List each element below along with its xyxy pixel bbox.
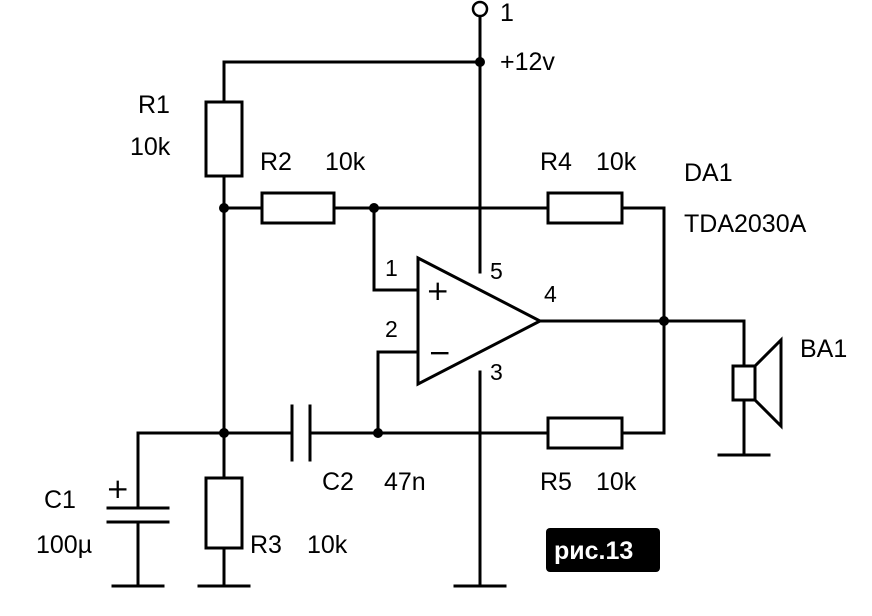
junction-dot bbox=[475, 57, 485, 67]
speaker-cone-icon bbox=[753, 336, 783, 430]
r4-value: 10k bbox=[596, 148, 637, 176]
resistor-r4 bbox=[546, 191, 624, 225]
supply-voltage-label: +12v bbox=[500, 48, 555, 76]
pin-4-label: 4 bbox=[544, 281, 557, 307]
capacitor-c1 bbox=[106, 506, 170, 524]
junction-dot bbox=[373, 428, 383, 438]
pin-5-label: 5 bbox=[490, 258, 503, 284]
resistor-r2 bbox=[260, 191, 336, 225]
junction-dot bbox=[659, 316, 669, 326]
c2-value: 47n bbox=[384, 468, 426, 496]
r2-ref: R2 bbox=[260, 148, 292, 176]
opamp-triangle bbox=[416, 255, 544, 387]
c1-ref: C1 bbox=[44, 486, 76, 514]
resistor-r3 bbox=[204, 476, 244, 550]
terminal-label: 1 bbox=[500, 0, 514, 27]
pin-1-label: 1 bbox=[385, 255, 398, 281]
r5-value: 10k bbox=[596, 468, 637, 496]
c1-value: 100µ bbox=[36, 531, 92, 559]
supply-terminal-icon bbox=[471, 0, 489, 18]
r5-ref: R5 bbox=[540, 468, 572, 496]
pin-2-label: 2 bbox=[385, 316, 398, 342]
r4-ref: R4 bbox=[540, 148, 572, 176]
c2-ref: C2 bbox=[322, 468, 354, 496]
resistor-r5 bbox=[546, 416, 624, 450]
ic-part-number: TDA2030A bbox=[684, 210, 807, 238]
speaker-magnet bbox=[731, 364, 757, 402]
figure-label: рис.13 bbox=[554, 537, 633, 565]
speaker-ba1 bbox=[731, 336, 783, 430]
r1-ref: R1 bbox=[138, 91, 170, 119]
r3-value: 10k bbox=[307, 531, 348, 559]
junctions bbox=[219, 57, 669, 438]
speaker-ref: BA1 bbox=[800, 335, 847, 363]
junction-dot bbox=[219, 203, 229, 213]
noninverting-input-sign: + bbox=[426, 274, 449, 307]
ic-ref: DA1 bbox=[684, 159, 733, 187]
r2-value: 10k bbox=[325, 148, 366, 176]
pin-3-label: 3 bbox=[490, 359, 503, 385]
ground-symbols bbox=[111, 453, 771, 588]
r1-value: 10k bbox=[130, 133, 171, 161]
junction-dot bbox=[369, 203, 379, 213]
r3-ref: R3 bbox=[250, 531, 282, 559]
resistor-r1 bbox=[204, 100, 244, 178]
junction-dot bbox=[219, 428, 229, 438]
c1-polarity-sign: + bbox=[106, 472, 129, 505]
inverting-input-sign: − bbox=[428, 336, 451, 369]
capacitor-c2 bbox=[290, 404, 312, 462]
figure-badge bbox=[546, 528, 660, 572]
